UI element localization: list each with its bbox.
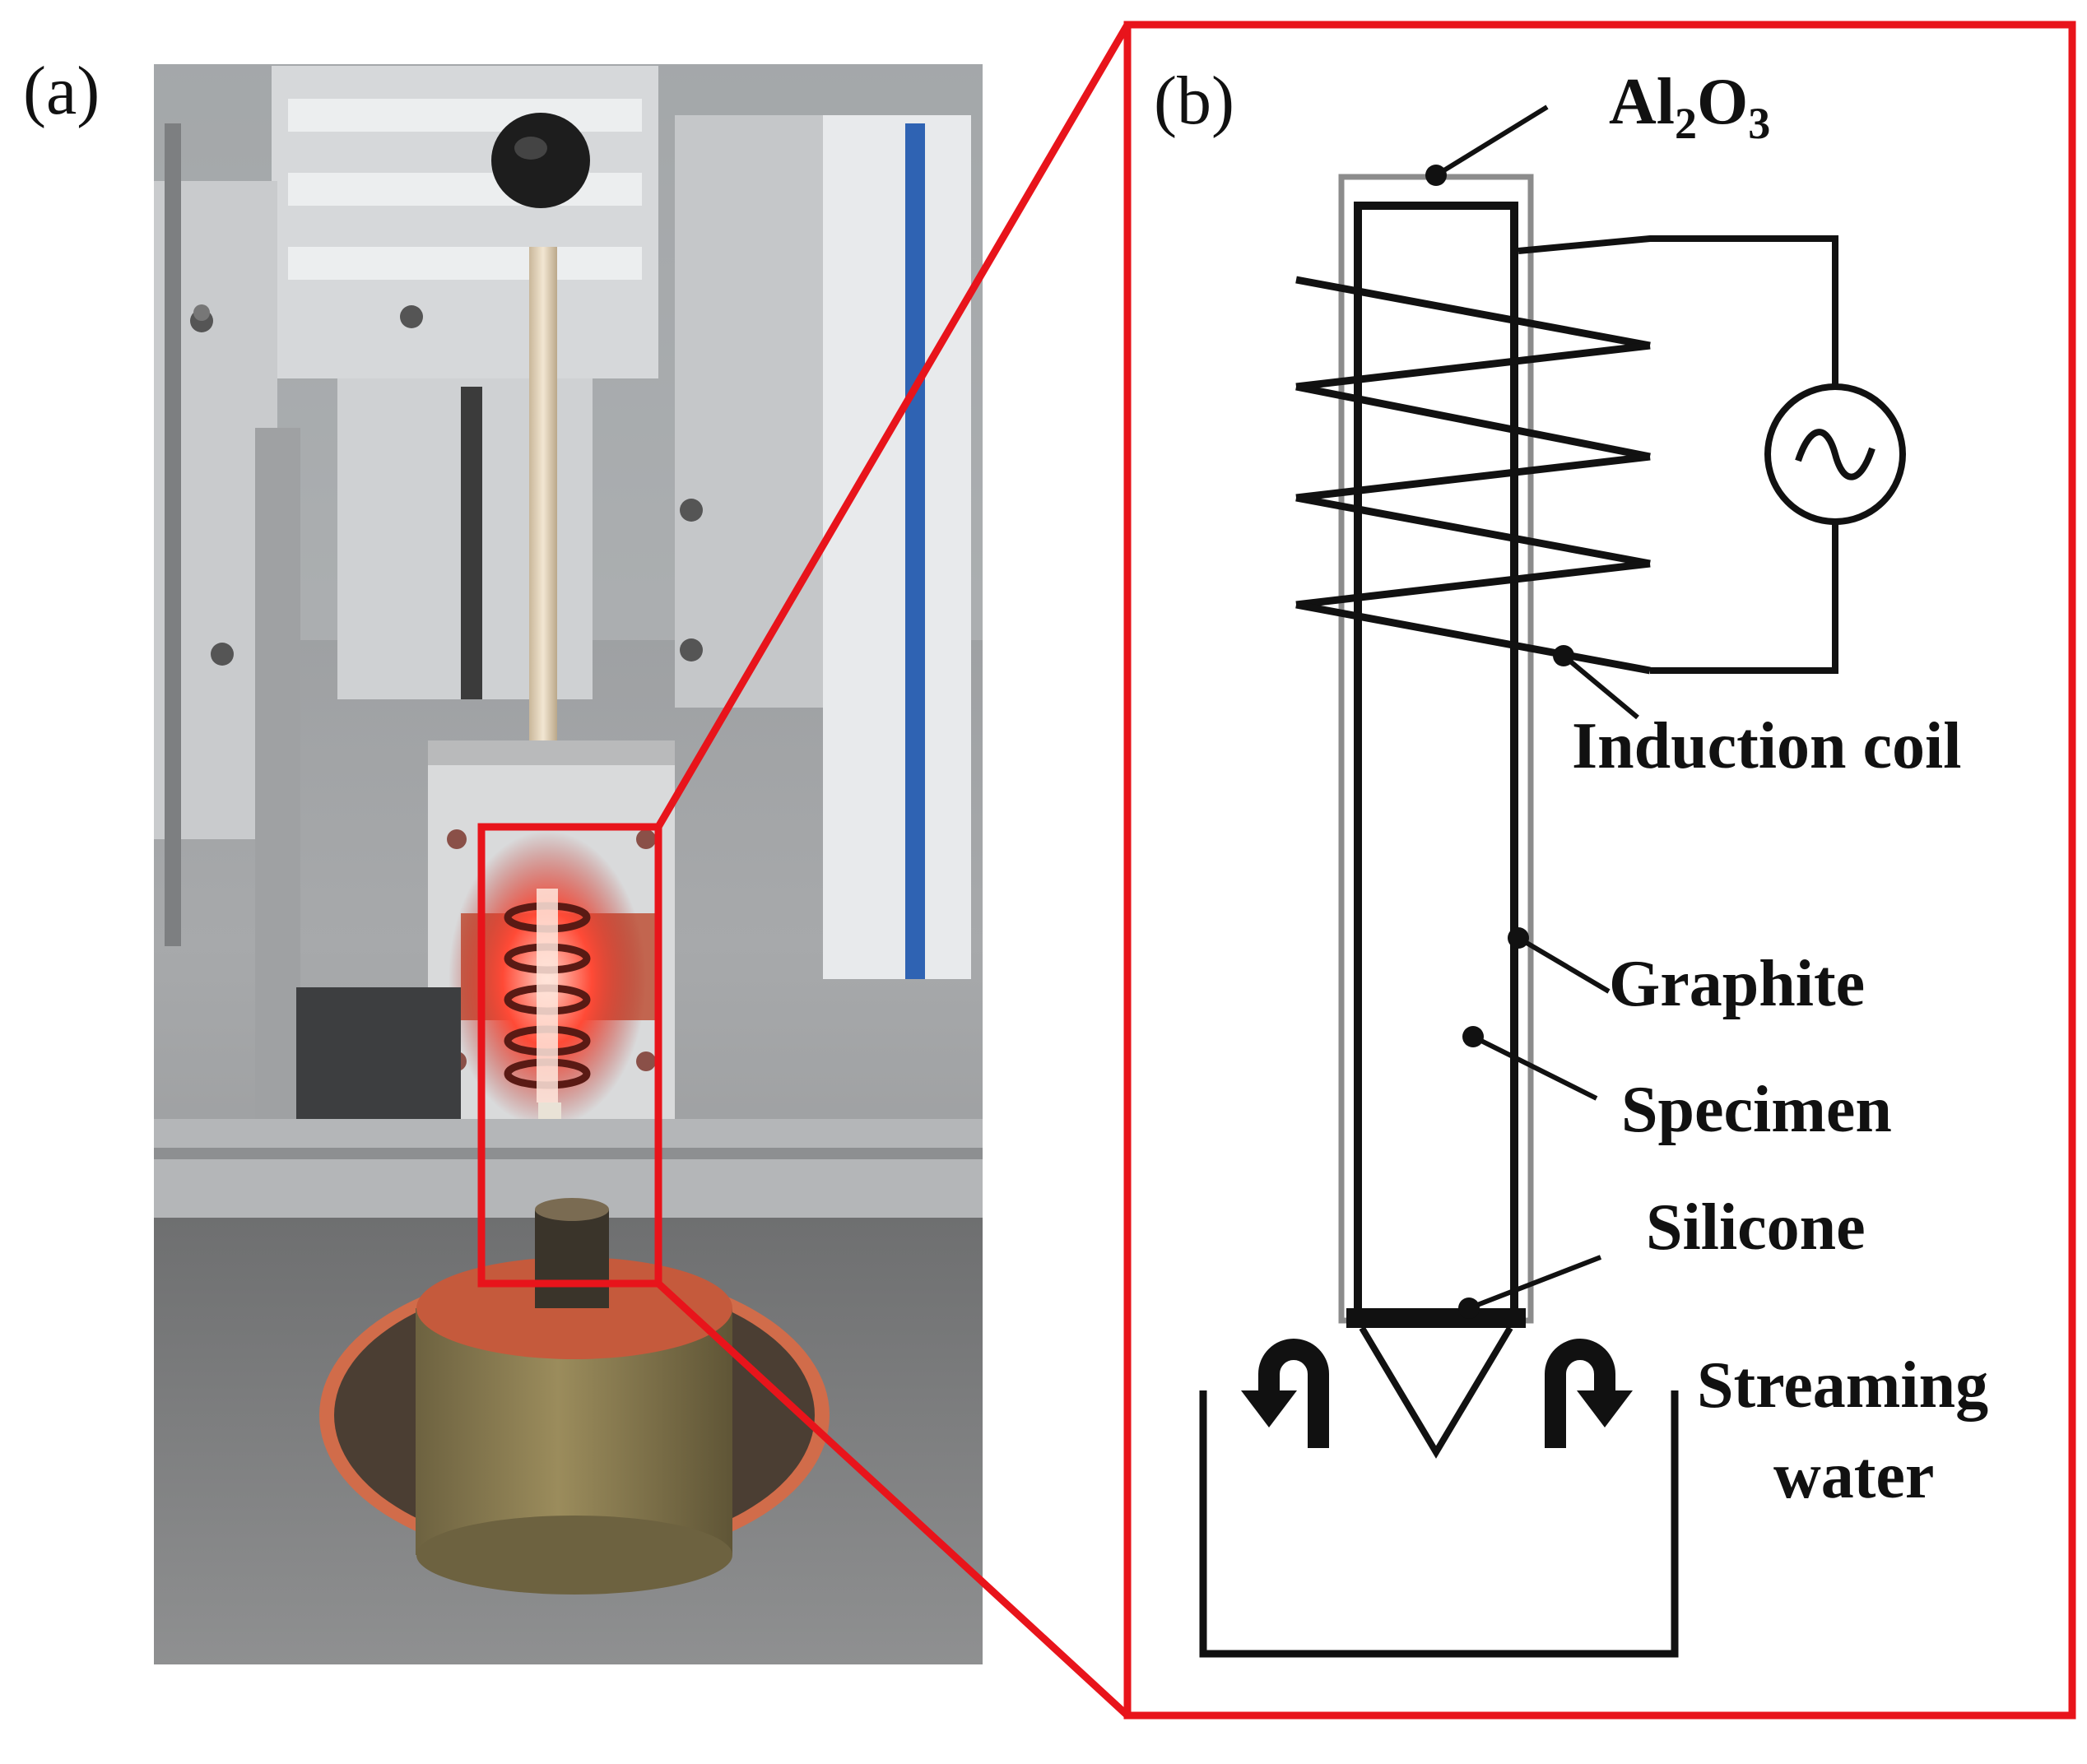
specimen-cone xyxy=(1359,1325,1513,1459)
zoom-line-top xyxy=(655,22,1131,829)
circuit-wire-bottom xyxy=(1650,522,1838,674)
panel-a-photo xyxy=(154,64,983,1664)
label-water: water xyxy=(1773,1440,1934,1512)
panel-a-label: (a) xyxy=(23,53,100,129)
panel-b-frame xyxy=(1123,21,2076,1720)
leader-specimen xyxy=(1471,1034,1598,1101)
lead-screw xyxy=(461,387,482,699)
label-silicone: Silicone xyxy=(1646,1191,1866,1264)
leader-al2o3 xyxy=(1434,104,1549,178)
label-streaming: Streaming xyxy=(1697,1349,1988,1422)
sine-wave-icon xyxy=(1795,429,1876,480)
water-flow-arrow-left xyxy=(1241,1339,1329,1448)
right-panel xyxy=(823,115,971,979)
holder xyxy=(535,1209,609,1308)
leader-graphite xyxy=(1517,935,1611,994)
blue-stripe xyxy=(905,123,925,979)
water-flow-arrow-right xyxy=(1545,1339,1633,1448)
bolt xyxy=(211,643,234,666)
panel-b-label: (b) xyxy=(1154,63,1234,139)
circuit-wire-top xyxy=(1518,235,1838,387)
knob xyxy=(491,113,590,208)
water-bath xyxy=(1199,1390,1679,1658)
zoom-line-bottom xyxy=(655,1280,1131,1719)
bolt xyxy=(400,305,423,328)
leader-silicone xyxy=(1467,1255,1602,1311)
bolt xyxy=(680,638,703,662)
dark-block xyxy=(296,987,461,1119)
label-al2o3: Al2O3 xyxy=(1609,66,1770,148)
label-induction-coil: Induction coil xyxy=(1572,710,1961,782)
leader-induction-coil xyxy=(1562,653,1639,720)
label-graphite: Graphite xyxy=(1609,948,1865,1020)
right-frame xyxy=(675,115,823,708)
bolt xyxy=(680,499,703,522)
label-specimen: Specimen xyxy=(1621,1074,1892,1146)
zoom-region-box xyxy=(477,823,662,1288)
panel-b-schematic: Al2O3 Induction coil Graphite Specimen S… xyxy=(1199,66,1988,1658)
induction-coil xyxy=(1295,276,1651,675)
silicone-plug xyxy=(1346,1308,1526,1328)
